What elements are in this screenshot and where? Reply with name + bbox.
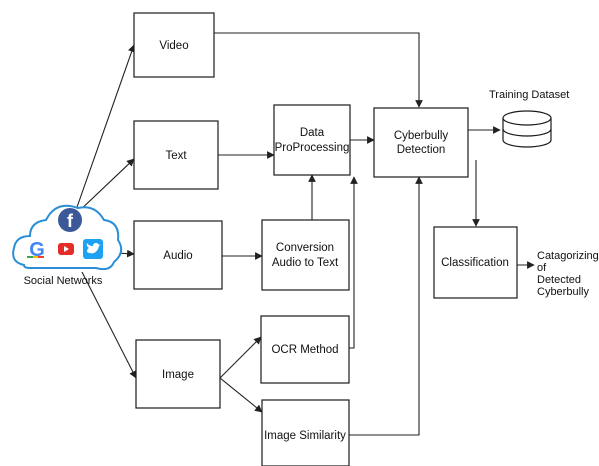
data-processing-box: Data ProProcessing (273, 104, 351, 176)
svg-text:G: G (29, 239, 45, 261)
detection-label-line1: Cyberbully (394, 130, 449, 142)
ocr-box: OCR Method (260, 315, 350, 384)
ocr-label: OCR Method (271, 344, 338, 356)
video-box: Video (133, 12, 215, 78)
image-box: Image (135, 339, 221, 409)
output-label-line3: Detected (537, 274, 581, 286)
svg-text:f: f (67, 211, 74, 231)
edge-social-to-text (75, 158, 135, 215)
audio-box: Audio (133, 220, 223, 290)
text-box: Text (133, 120, 219, 190)
edge-image-to-similarity (219, 377, 263, 413)
edge-image-to-ocr (219, 336, 262, 379)
edge-social-to-image (81, 271, 137, 379)
classification-box: Classification (433, 226, 518, 299)
output-label-line2: of (537, 262, 547, 274)
data-processing-label-line1: Data (300, 127, 325, 139)
edge-ocr-to-dataproc (349, 176, 358, 349)
training-dataset-label: Training Dataset (489, 89, 569, 101)
twitter-icon (83, 239, 103, 259)
conversion-label-line2: Audio to Text (272, 257, 339, 269)
data-processing-label-line2: ProProcessing (275, 142, 350, 154)
facebook-icon: f (58, 208, 82, 232)
conversion-box: Conversion Audio to Text (261, 219, 350, 291)
edge-social-to-video (75, 44, 136, 211)
google-icon: G (27, 239, 45, 261)
audio-label: Audio (163, 250, 192, 262)
output-label-line4: Cyberbully (537, 286, 589, 298)
edge-similarity-to-detection (349, 176, 423, 436)
edges (75, 32, 535, 436)
conversion-label-line1: Conversion (276, 242, 334, 254)
classification-label: Classification (441, 257, 509, 269)
video-label: Video (159, 40, 188, 52)
detection-label-line2: Detection (397, 144, 446, 156)
output-label: Catagorizing of Detected Cyberbully (537, 250, 599, 298)
social-networks-label: Social Networks (24, 275, 103, 287)
text-label: Text (165, 150, 187, 162)
image-similarity-label: Image Similarity (264, 430, 346, 442)
detection-box: Cyberbully Detection (373, 107, 469, 178)
image-label: Image (162, 369, 194, 381)
database-icon: Training Dataset (489, 89, 569, 148)
edge-video-to-detection (214, 32, 423, 108)
output-label-line1: Catagorizing (537, 250, 599, 262)
youtube-icon (58, 243, 74, 255)
image-similarity-box: Image Similarity (261, 399, 350, 466)
